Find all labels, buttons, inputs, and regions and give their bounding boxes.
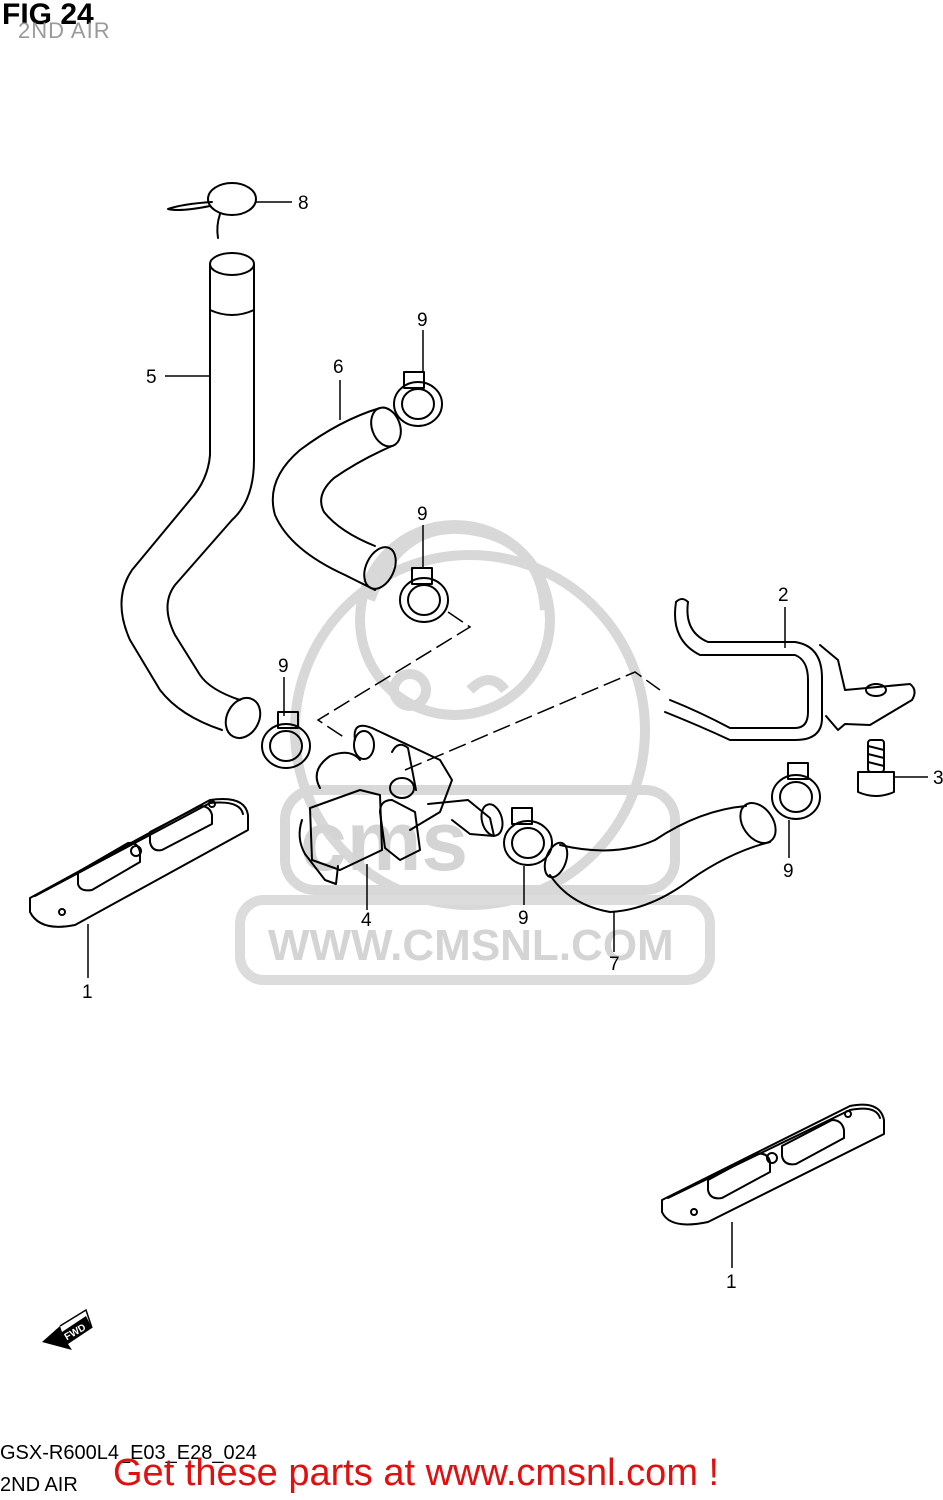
callout-1-right: 1 bbox=[726, 1272, 737, 1293]
watermark-site-text: WWW.CMSNL.COM bbox=[268, 921, 674, 970]
part-5-hose bbox=[120, 252, 262, 740]
watermark-logo: cms WWW.CMSNL.COM bbox=[235, 520, 715, 985]
figure-subtitle: 2ND AIR bbox=[18, 18, 111, 43]
callout-4: 4 bbox=[361, 910, 372, 931]
fwd-label: FWD bbox=[63, 1322, 88, 1343]
callout-1-left: 1 bbox=[82, 982, 93, 1003]
callout-5: 5 bbox=[146, 367, 157, 388]
part-2-pipe bbox=[664, 598, 916, 741]
part-1-plate-left bbox=[29, 798, 249, 978]
part-9-clamp-e bbox=[771, 762, 821, 858]
part-9-clamp-c bbox=[261, 677, 311, 769]
promo-link[interactable]: Get these parts at www.cmsnl.com ! bbox=[113, 1452, 720, 1494]
part-3-bolt bbox=[857, 739, 928, 797]
part-4-valve bbox=[298, 724, 504, 910]
callout-9-b: 9 bbox=[417, 504, 428, 525]
part-1-plate-right bbox=[661, 1103, 885, 1268]
part-9-clamp-d bbox=[503, 807, 553, 905]
callout-9-c: 9 bbox=[278, 656, 289, 677]
leader-lines bbox=[316, 611, 661, 771]
part-9-clamp-a bbox=[393, 330, 443, 427]
callout-2: 2 bbox=[778, 585, 789, 606]
callout-9-d: 9 bbox=[518, 908, 529, 929]
part-7-hose bbox=[543, 802, 777, 952]
diagram-name: 2ND AIR bbox=[0, 1474, 78, 1496]
part-9-clamp-b bbox=[399, 525, 449, 623]
part-6-hose bbox=[271, 380, 402, 591]
callout-7: 7 bbox=[609, 954, 620, 975]
callout-8: 8 bbox=[298, 193, 309, 214]
callout-3: 3 bbox=[933, 768, 943, 789]
fwd-arrow-icon: FWD bbox=[42, 1308, 93, 1350]
callout-9-a: 9 bbox=[417, 310, 428, 331]
figure-label: FIG 24 bbox=[2, 0, 94, 31]
callout-6: 6 bbox=[333, 357, 344, 378]
diagram-code: GSX-R600L4_E03_E28_024 bbox=[0, 1442, 257, 1464]
part-8-clip bbox=[167, 182, 292, 239]
callout-9-e: 9 bbox=[783, 861, 794, 882]
